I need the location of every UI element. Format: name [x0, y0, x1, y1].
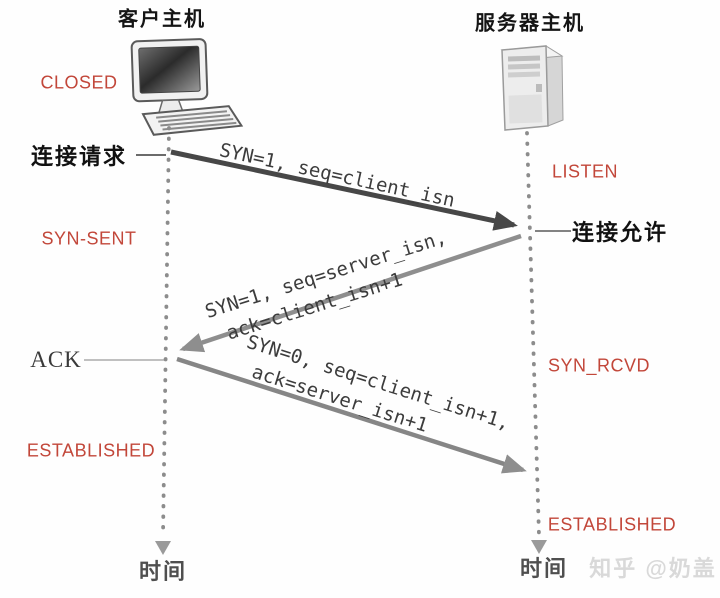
syn-arrow — [170, 149, 518, 231]
connect-request-label: 连接请求 — [30, 144, 128, 169]
server-state-established: ESTABLISHED — [547, 514, 677, 535]
server-time-arrow-icon — [531, 540, 547, 554]
ack-label: ACK — [30, 347, 82, 372]
client-timeline — [161, 126, 171, 538]
client-state-established: ESTABLISHED — [26, 440, 156, 461]
server-timeline — [525, 131, 541, 538]
watermark: 知乎 @奶盖 — [589, 556, 717, 581]
server-host-icon — [500, 45, 564, 131]
server-time-label: 时间 — [519, 556, 569, 581]
connect-grant-label: 连接允许 — [571, 220, 669, 245]
server-state-syn-rcvd: SYN_RCVD — [547, 355, 651, 376]
client-time-label: 时间 — [138, 559, 188, 584]
client-state-syn-sent: SYN-SENT — [41, 228, 137, 249]
server-state-listen: LISTEN — [551, 161, 619, 182]
client-state-closed: CLOSED — [40, 72, 118, 93]
ack-arrow — [176, 356, 527, 474]
client-time-arrow-icon — [155, 541, 171, 555]
syn-ack-arrow — [179, 233, 522, 353]
client-host-title: 客户主机 — [118, 8, 206, 31]
client-host-icon — [130, 38, 244, 136]
server-host-title: 服务器主机 — [475, 12, 585, 35]
